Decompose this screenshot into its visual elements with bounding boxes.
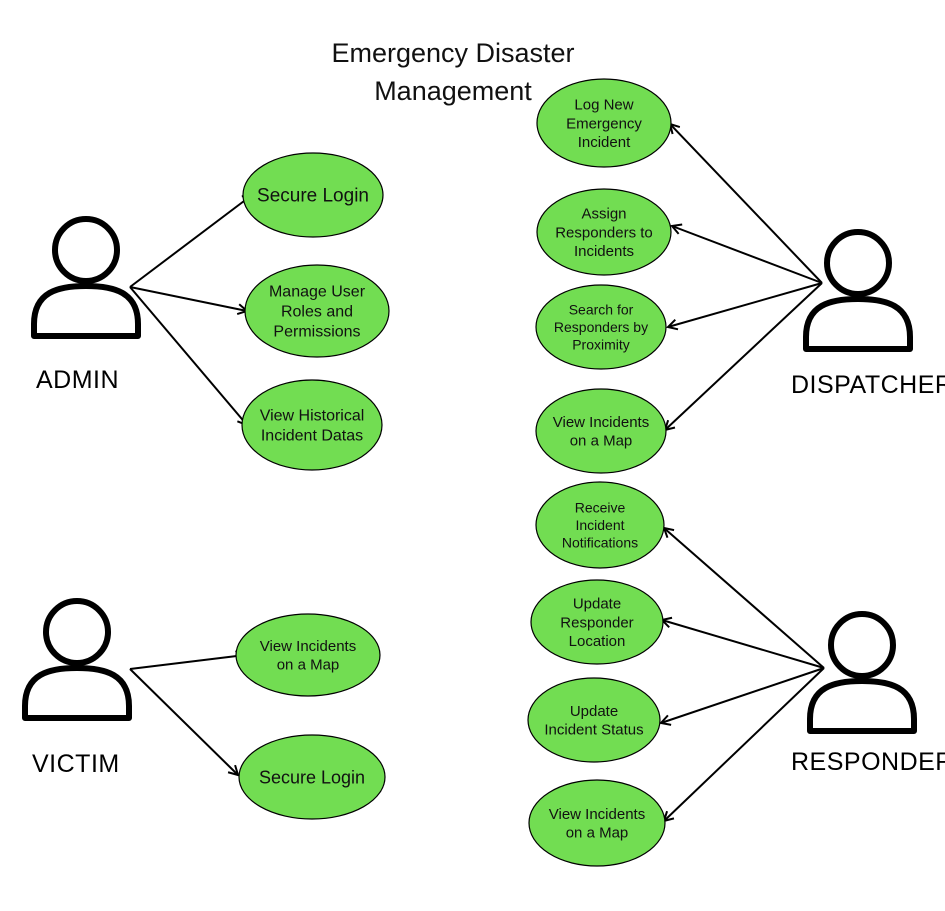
usecase-text-line: Incidents — [574, 243, 634, 260]
actor-label-dispatcher: DISPATCHER — [791, 371, 945, 399]
association-arrow — [129, 195, 252, 288]
usecase-text-line: on a Map — [570, 433, 633, 450]
usecase-text-line: Receive — [575, 499, 626, 515]
usecase-text-line: Emergency — [566, 115, 642, 132]
usecase-text-line: Responders to — [555, 224, 653, 241]
usecase-text-line: Incident — [578, 134, 631, 151]
usecase-text-line: Permissions — [273, 324, 360, 341]
actor-victim-person-icon — [22, 598, 132, 721]
actor-admin-person-icon — [31, 216, 141, 339]
association-arrow — [129, 668, 238, 775]
usecase-dispatcher-4[interactable]: View Incidents on a Map — [535, 388, 667, 474]
actor-label-responder: RESPONDER — [791, 748, 945, 776]
actor-label-admin: ADMIN — [36, 366, 120, 394]
usecase-text-line: View Incidents — [553, 414, 649, 431]
association-arrow — [664, 528, 825, 669]
usecase-responder-4[interactable]: View Incidents on a Map — [528, 779, 666, 867]
association-arrow — [661, 667, 825, 723]
usecase-text-line: Assign — [581, 206, 626, 223]
usecase-text-line: Manage User — [269, 284, 366, 301]
association-arrows — [129, 124, 825, 821]
usecase-admin-1[interactable]: Secure Login — [242, 152, 384, 238]
usecase-text-line: Incident — [575, 517, 624, 533]
association-arrow — [664, 667, 825, 821]
usecase-text-line: Secure Login — [259, 767, 365, 787]
association-arrow — [662, 620, 825, 669]
usecase-text-line: Roles and — [281, 304, 353, 321]
actors-layer — [22, 216, 917, 734]
usecase-victim-1[interactable]: View Incidents on a Map — [235, 613, 381, 697]
usecase-text-line: Responders by — [554, 319, 648, 335]
usecase-text-line: Update — [573, 596, 621, 613]
title-line-2: Management — [374, 76, 532, 106]
usecase-text-line: Secure Login — [257, 186, 369, 207]
usecase-text-line: View Incidents — [549, 806, 645, 823]
usecase-text-line: Incident Status — [544, 722, 643, 739]
usecase-text-line: Responder — [560, 614, 633, 631]
association-arrow — [129, 655, 245, 670]
association-arrow — [672, 226, 823, 284]
association-arrow — [670, 124, 823, 284]
association-arrow — [668, 282, 823, 327]
association-arrow — [129, 286, 247, 425]
actor-responder-person-icon — [807, 611, 917, 734]
usecase-text-line: Log New — [574, 97, 633, 114]
usecase-text-line: Search for — [569, 301, 634, 317]
usecase-text-line: View Historical — [260, 408, 365, 425]
diagram-title: Emergency Disaster Management — [303, 34, 603, 110]
usecase-text-line: on a Map — [566, 825, 629, 842]
usecase-victim-2[interactable]: Secure Login — [238, 734, 386, 820]
usecase-text-line: Location — [569, 633, 626, 650]
actor-dispatcher-person-icon — [803, 229, 913, 352]
usecase-text-line: Update — [570, 703, 618, 720]
usecase-text-line: View Incidents — [260, 638, 356, 655]
association-arrow — [129, 286, 247, 311]
usecase-text-line: Notifications — [562, 534, 638, 550]
usecase-text-line: Incident Datas — [261, 428, 363, 445]
usecase-text-line: Proximity — [572, 336, 630, 352]
usecase-text-line: on a Map — [277, 657, 340, 674]
actor-label-victim: VICTIM — [32, 750, 120, 778]
association-arrow — [665, 282, 823, 430]
title-line-1: Emergency Disaster — [331, 38, 575, 68]
